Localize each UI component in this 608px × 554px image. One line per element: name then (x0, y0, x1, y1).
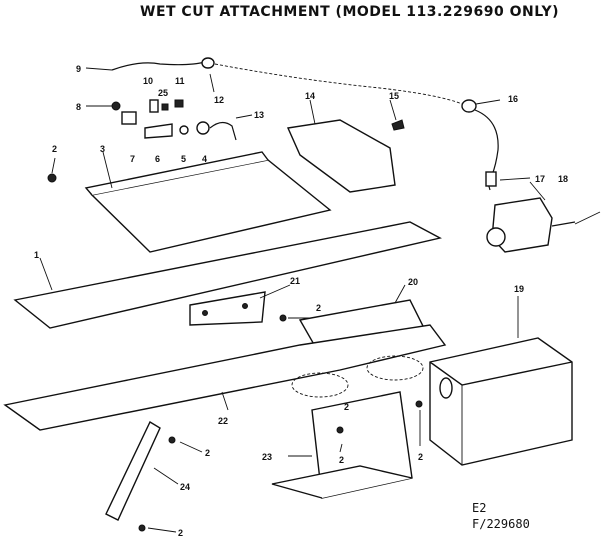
callout-8: 8 (76, 102, 81, 112)
callout-7: 7 (130, 154, 135, 164)
callout-2-a: 2 (52, 144, 57, 154)
callout-4: 4 (202, 154, 207, 164)
drawing-reference: E2 F/229680 (472, 500, 530, 532)
hose-assembly (111, 57, 499, 191)
clamp-16 (461, 99, 477, 113)
valve-fittings (111, 99, 237, 141)
callout-14: 14 (305, 91, 315, 101)
elbow-hose-13 (209, 121, 237, 141)
splash-tray-3 (47, 151, 332, 253)
callout-13: 13 (254, 110, 264, 120)
bracket-21 (189, 291, 266, 326)
callout-3: 3 (100, 144, 105, 154)
splash-shield-14 (286, 119, 405, 193)
water-tank-19 (429, 337, 573, 466)
callout-16: 16 (508, 94, 518, 104)
callout-10: 10 (143, 76, 153, 86)
hidden-rollers (291, 355, 424, 398)
callout-11: 11 (175, 76, 185, 86)
base-tray-1 (13, 221, 442, 329)
pump-18 (486, 197, 601, 253)
callout-23: 23 (262, 452, 272, 462)
callout-2-d: 2 (178, 528, 183, 538)
nut-11 (174, 99, 184, 108)
callout-17: 17 (535, 174, 545, 184)
callout-20: 20 (408, 277, 418, 287)
screw-15 (391, 119, 405, 131)
callout-25: 25 (158, 88, 168, 98)
support-leg-24 (105, 421, 176, 532)
nut-4 (196, 121, 210, 135)
callout-2-b: 2 (316, 303, 321, 313)
coupling-12 (201, 57, 215, 69)
fitting-8 (111, 101, 121, 111)
callout-5: 5 (181, 154, 186, 164)
diagram-title: WET CUT ATTACHMENT (MODEL 113.229690 ONL… (140, 4, 560, 20)
callout-2-f: 2 (418, 452, 423, 462)
washer-25 (161, 103, 169, 111)
callout-9: 9 (76, 64, 81, 74)
callout-2-g: 2 (344, 402, 349, 412)
drip-guard-23 (271, 391, 423, 499)
screw-2-top (47, 173, 57, 183)
callout-12: 12 (214, 95, 224, 105)
callout-2-c: 2 (205, 448, 210, 458)
callout-18: 18 (558, 174, 568, 184)
callout-15: 15 (389, 91, 399, 101)
reference-line-1: E2 (472, 501, 487, 515)
callout-2-e: 2 (339, 455, 344, 465)
callout-21: 21 (290, 276, 300, 286)
tee-6 (144, 123, 173, 139)
callout-22: 22 (218, 416, 228, 426)
washer-5 (179, 125, 189, 135)
callout-1: 1 (34, 250, 39, 260)
screws (279, 314, 310, 322)
hose-fitting-17 (485, 171, 497, 187)
callout-labels: 9 12 8 10 11 25 7 6 5 4 13 14 15 16 17 1… (34, 64, 568, 538)
callout-24: 24 (180, 482, 190, 492)
trough-20-22 (3, 299, 447, 431)
fitting-7 (121, 111, 137, 125)
valve-10 (149, 99, 159, 113)
callout-6: 6 (155, 154, 160, 164)
reference-line-2: F/229680 (472, 517, 530, 531)
leader-lines (39, 67, 546, 533)
callout-19: 19 (514, 284, 524, 294)
